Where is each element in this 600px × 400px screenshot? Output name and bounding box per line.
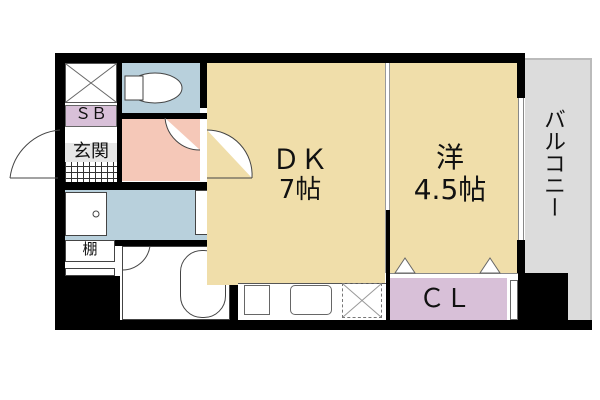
outer-wall-left (55, 53, 65, 330)
shoebox-label: ＳＢ (74, 104, 107, 123)
western-room (390, 63, 518, 273)
hall (122, 119, 200, 181)
entrance-tile (65, 160, 117, 182)
balcony-label: バルコニー (540, 108, 565, 218)
closet-label: ＣＬ (418, 284, 471, 314)
inner-wall-dk-left (200, 63, 207, 108)
ps-slot (510, 280, 518, 320)
outer-wall-bottom (55, 320, 592, 330)
inner-wall-wash-bottom (108, 240, 233, 246)
inner-wall-partition (386, 210, 390, 320)
stove (244, 285, 270, 315)
closet (390, 278, 507, 320)
washing-machine (65, 192, 107, 236)
dk-room (207, 63, 385, 285)
outer-wall-top (55, 53, 522, 63)
closet-rail (390, 273, 518, 278)
shelf-label: 棚 (82, 240, 98, 258)
western-label: 洋 (435, 141, 464, 174)
dk-label: ＤＫ (271, 143, 328, 176)
shelf (65, 240, 115, 262)
sliding-door-partition (385, 63, 390, 273)
pipe-space (65, 276, 120, 320)
window-right (518, 98, 524, 240)
dk-size: 7帖 (278, 175, 322, 205)
fridge-space (342, 283, 382, 318)
outer-wall-right-lower (517, 240, 525, 275)
entrance-label: 玄関 (65, 142, 117, 162)
shelf-lower (65, 268, 115, 276)
shoebox (65, 105, 117, 127)
western-size: 4.5帖 (413, 173, 487, 206)
inner-wall-toilet-hall (117, 113, 207, 119)
inner-wall-entrance-bottom (55, 182, 210, 190)
outer-wall-right-upper (517, 53, 525, 98)
outer-wall-corner (518, 273, 568, 323)
kitchen-sink (290, 285, 332, 315)
inner-wall-left-hall (117, 63, 122, 183)
